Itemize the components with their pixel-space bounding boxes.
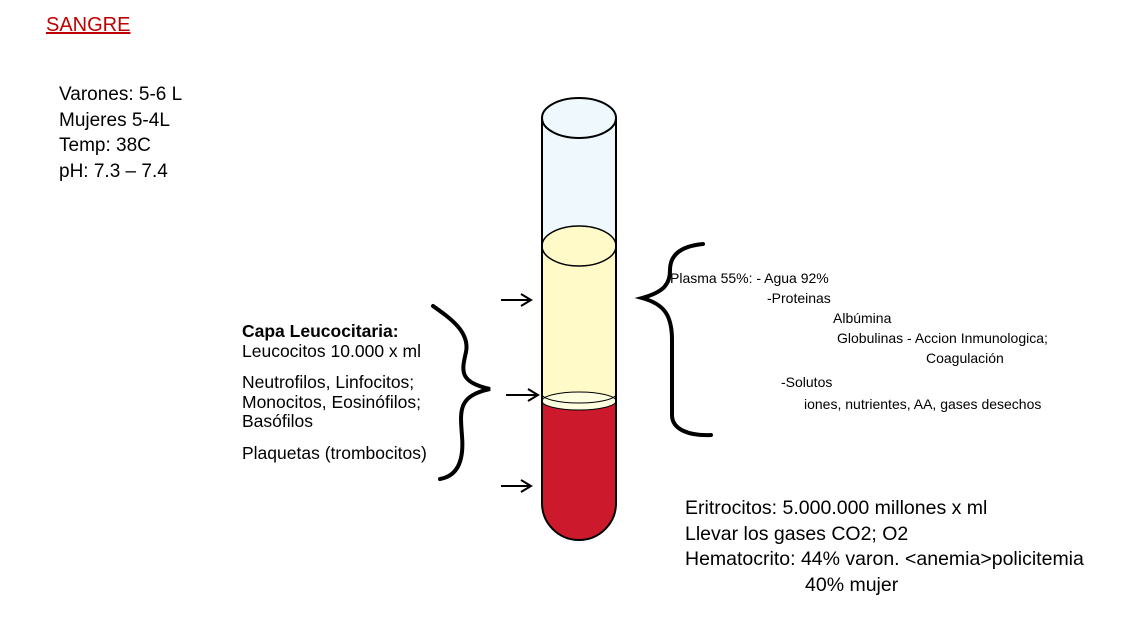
buffy-coat-cells-1: Neutrofilos, Linfocitos; [242,372,415,392]
fact-volume-men: Varones: 5-6 L [59,84,183,105]
erythrocytes-count: Eritrocitos: 5.000.000 millones x ml [685,497,988,519]
plasma-line-7: iones, nutrientes, AA, gases desechos [804,396,1042,412]
plasma-line-4: Globulinas - Accion Inmunologica; [837,330,1048,346]
fact-volume-women: Mujeres 5-4L [59,109,170,131]
plasma-surface [541,225,617,267]
erythrocyte-layer [542,400,616,540]
buffy-coat-heading: Capa Leucocitaria: [242,321,399,341]
plasma-line-3: Albúmina [833,310,892,326]
fact-ph: pH: 7.3 – 7.4 [59,160,168,182]
fact-temperature: Temp: 38C [59,135,151,156]
buffy-coat-layer [541,391,617,411]
arrow-erythrocytes [501,479,533,493]
buffy-coat-leukocytes: Leucocitos 10.000 x ml [242,340,421,361]
blood-facts: Varones: 5-6 L Mujeres 5-4L Temp: 38C pH… [59,82,182,184]
tube-outline [541,118,617,541]
buffy-coat-cells-3: Basófilos [242,411,314,431]
tube-empty-section [542,118,616,246]
arrow-buffy-coat [506,388,540,402]
buffy-coat-label: Capa Leucocitaria: Leucocitos 10.000 x m… [242,321,427,463]
tube-rim [541,97,617,139]
arrow-plasma [501,293,533,307]
plasma-line-2: -Proteinas [767,290,831,306]
buffy-coat-cells-2: Monocitos, Eosinófilos; [242,391,421,412]
plasma-line-1: Plasma 55%: - Agua 92% [670,270,829,286]
erythrocytes-label: Eritrocitos: 5.000.000 millones x ml Lle… [685,496,1084,598]
erythrocytes-function: Llevar los gases CO2; O2 [685,522,909,545]
page-title: SANGRE [46,14,131,36]
brace-buffy-coat [431,304,491,481]
plasma-layer [542,246,616,398]
brace-plasma [634,242,713,438]
buffy-coat-platelets: Plaquetas (trombocitos) [242,442,427,463]
plasma-line-6: -Solutos [781,374,833,390]
layer-boundary [541,393,617,404]
hematocrit-women: 40% mujer [805,573,899,596]
plasma-line-5: Coagulación [926,350,1004,366]
hematocrit-men: Hematocrito: 44% varon. <anemia>policite… [685,548,1084,570]
